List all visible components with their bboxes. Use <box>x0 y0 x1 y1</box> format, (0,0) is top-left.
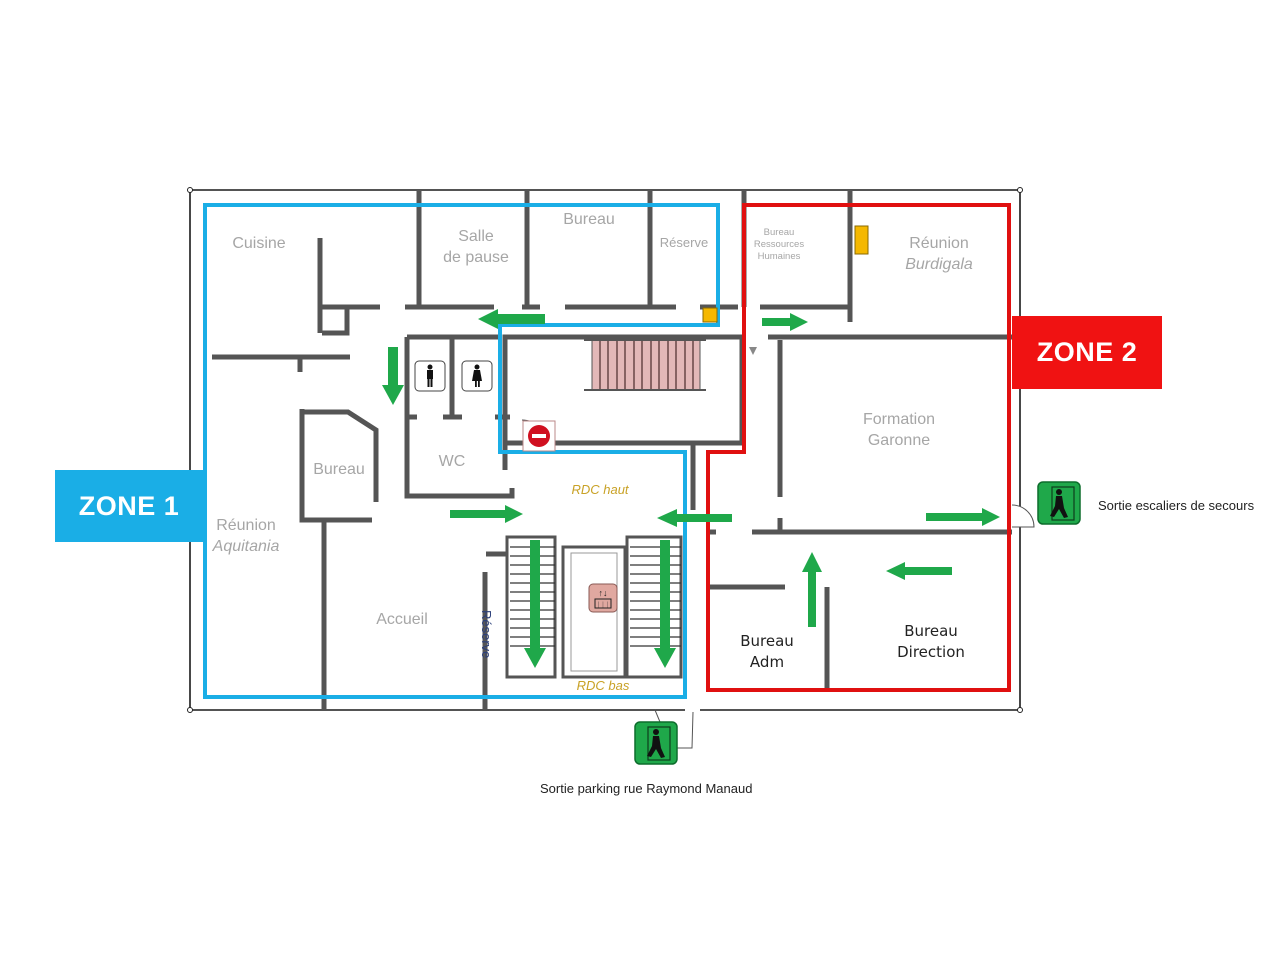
svg-text:↑↓: ↑↓ <box>599 588 608 598</box>
room-salle-pause: Salle <box>458 228 494 245</box>
room-reunion-burdigala: Réunion <box>909 235 969 252</box>
room-reunion-aquitania: Réunion <box>216 517 276 534</box>
room-formation-garonne: Formation <box>863 411 935 428</box>
elevator-icon: ↑↓ ᛁᛁᛁ <box>588 583 618 613</box>
evacuation-arrows <box>382 309 1000 668</box>
emergency-exit-icon-stairs[interactable] <box>1037 481 1081 525</box>
room-bureau-direction: Bureau <box>904 622 958 640</box>
room-bureau-rh-l2: Ressources <box>754 239 804 250</box>
zone1-label: ZONE 1 <box>55 470 203 542</box>
room-bureau-rh: Bureau <box>764 227 795 238</box>
room-reunion-burdigala-l2: Burdigala <box>905 256 973 273</box>
zone1-outline <box>203 203 720 699</box>
room-bureau-adm-l2: Adm <box>750 653 784 671</box>
room-reserve-vertical: Réserve <box>479 610 494 658</box>
stairs-exit-caption: Sortie escaliers de secours <box>1098 498 1255 513</box>
zone2-outline <box>706 203 1011 692</box>
exit-connector <box>676 711 694 749</box>
room-cuisine: Cuisine <box>232 235 285 252</box>
building-outline <box>187 187 1023 713</box>
room-reunion-aquitania-l2: Aquitania <box>212 538 280 555</box>
room-labels: Cuisine Salle de pause Bureau Réserve Bu… <box>212 211 973 693</box>
women-restroom-icon <box>461 360 493 392</box>
room-bureau-adm: Bureau <box>740 632 794 650</box>
exit-connector <box>654 709 661 723</box>
room-wc: WC <box>439 453 466 470</box>
room-bureau-rh-l3: Humaines <box>758 251 801 262</box>
emergency-exit-icon-parking[interactable] <box>634 721 678 765</box>
room-reserve-top: Réserve <box>660 235 708 250</box>
level-rdc-bas: RDC bas <box>577 678 630 693</box>
room-bureau-top: Bureau <box>563 211 615 228</box>
svg-text:ᛁᛁᛁ: ᛁᛁᛁ <box>597 601 610 609</box>
men-restroom-icon <box>414 360 446 392</box>
zone2-label: ZONE 2 <box>1012 316 1162 389</box>
no-entry-icon <box>521 419 556 452</box>
parking-exit-caption: Sortie parking rue Raymond Manaud <box>540 781 752 796</box>
stairs-upper <box>584 338 706 391</box>
room-bureau-left: Bureau <box>313 461 365 478</box>
level-rdc-haut: RDC haut <box>571 482 629 497</box>
room-accueil: Accueil <box>376 611 428 628</box>
room-bureau-direction-l2: Direction <box>897 643 965 661</box>
extinguisher-icon <box>854 225 869 255</box>
room-formation-garonne-l2: Garonne <box>868 432 930 449</box>
extinguisher-icon <box>702 307 718 323</box>
marker-triangle-icon <box>749 347 757 355</box>
room-salle-pause-l2: de pause <box>443 249 509 266</box>
door-swing <box>1011 504 1035 528</box>
